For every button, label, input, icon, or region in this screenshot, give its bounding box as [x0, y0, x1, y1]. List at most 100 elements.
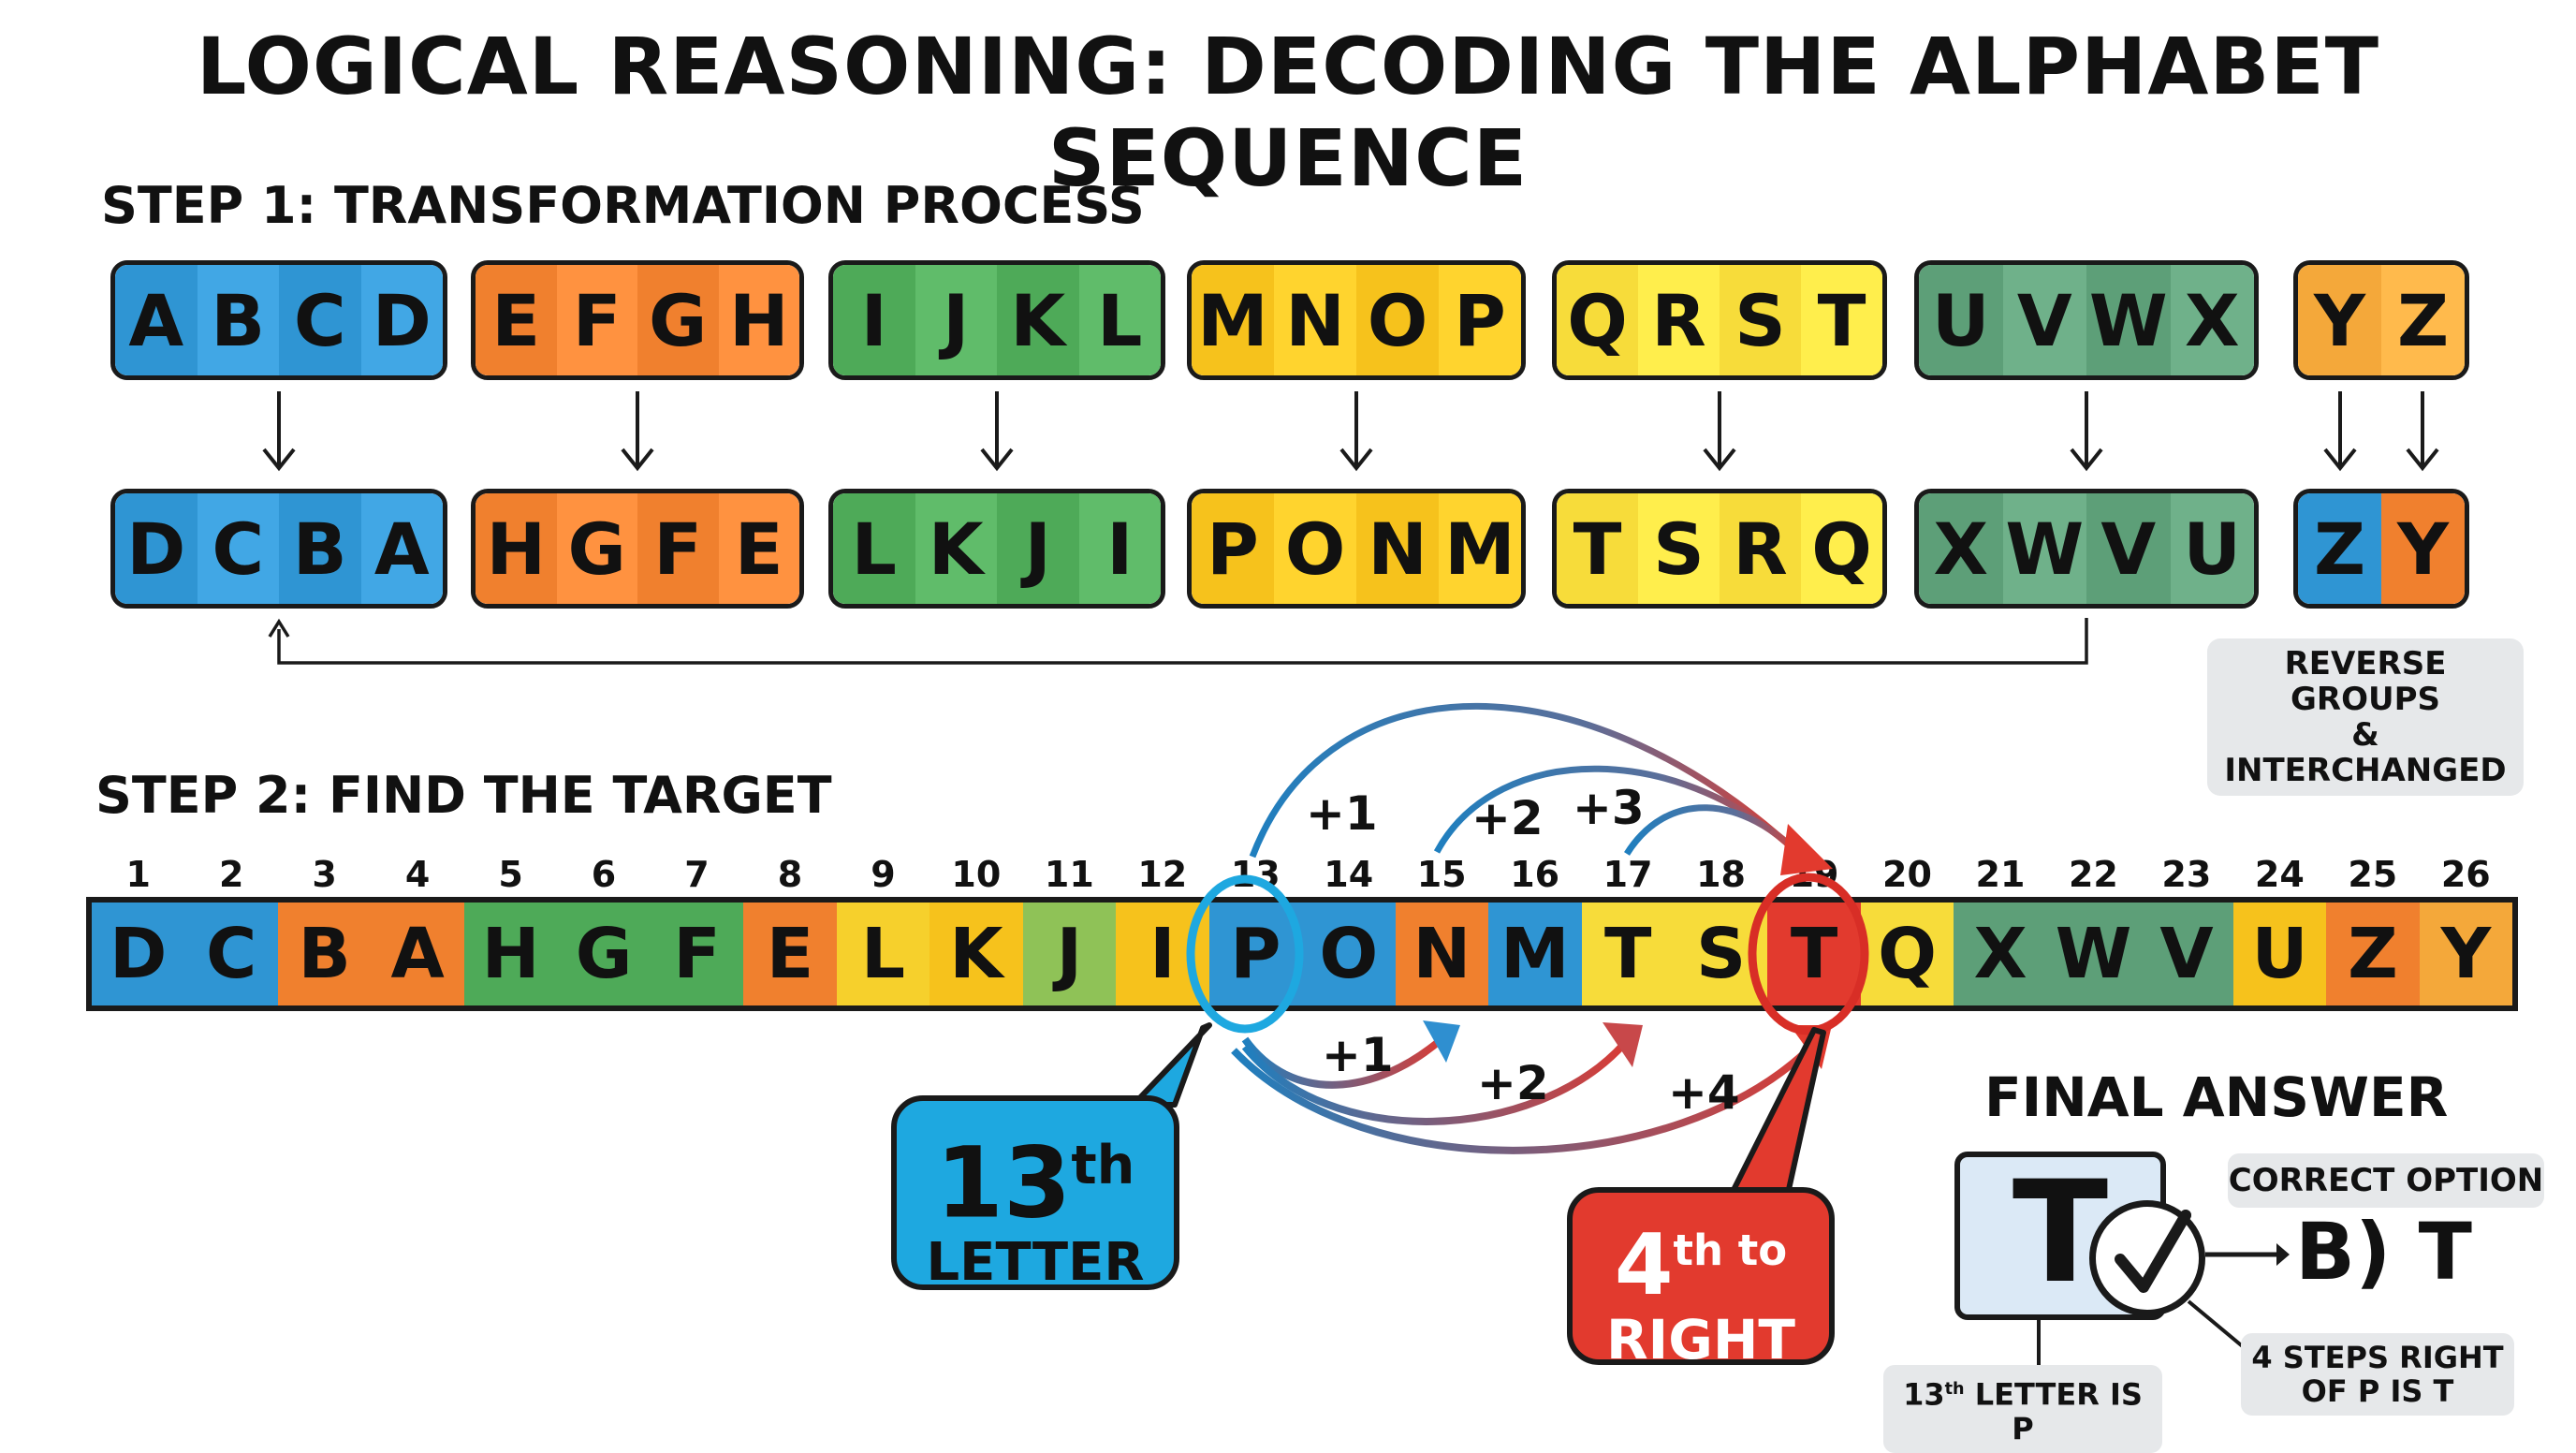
reversed-letter: V [2086, 493, 2171, 604]
callout-4-text: RIGHT [1606, 1308, 1795, 1372]
answer-to-option-arrowhead [2276, 1243, 2290, 1266]
original-letter: L [1078, 265, 1161, 375]
original-letter: E [476, 265, 557, 375]
sequence-cell: P [1208, 903, 1303, 1005]
position-number: 25 [2348, 854, 2398, 895]
note-line-2: & INTERCHANGED [2224, 716, 2507, 789]
sequence-cell: A [371, 903, 464, 1005]
sequence-cell: Z [2326, 903, 2420, 1005]
note-left-number: 13 [1903, 1376, 1945, 1413]
position-number: 17 [1603, 854, 1653, 895]
original-letter: A [115, 265, 198, 375]
note-13th-letter: 13th LETTER IS P [1883, 1365, 2162, 1453]
sequence-cell: G [557, 903, 651, 1005]
reversed-letter: C [197, 493, 279, 604]
position-number: 16 [1510, 854, 1560, 895]
original-letter: Z [2381, 265, 2465, 375]
sequence-cell: V [2140, 903, 2233, 1005]
sequence-cell: K [929, 903, 1023, 1005]
original-letter: P [1439, 265, 1521, 375]
position-number: 15 [1416, 854, 1467, 895]
target-19-circle [1748, 873, 1869, 1035]
bottom-step-1: +1 [1322, 1028, 1394, 1082]
reversed-letter: X [1919, 493, 2003, 604]
sequence-cell: Q [1860, 903, 1954, 1005]
check-to-right-note-line [2187, 1299, 2247, 1350]
reverse-groups-note: REVERSE GROUPS & INTERCHANGED [2207, 638, 2524, 796]
original-letter: I [833, 265, 915, 375]
target-13-circle [1186, 874, 1304, 1034]
sequence-cell: B [277, 903, 372, 1005]
original-letter: B [197, 265, 279, 375]
arc-bottom-1 [1241, 1035, 1444, 1089]
original-letter: O [1356, 265, 1439, 375]
sequence-cell: X [1954, 903, 2047, 1005]
position-number: 22 [2068, 854, 2118, 895]
arc-top-arrowhead [1780, 824, 1833, 875]
reversed-letter: P [1192, 493, 1274, 604]
reversed-letter: R [1720, 493, 1801, 604]
position-number: 2 [218, 854, 244, 895]
sequence-cell: F [650, 903, 744, 1005]
original-letter: J [915, 265, 997, 375]
original-letter: N [1274, 265, 1356, 375]
sequence-cell: M [1488, 903, 1582, 1005]
sequence-cell: O [1302, 903, 1396, 1005]
down-arrow-head-1 [262, 448, 296, 472]
reversed-letter: F [637, 493, 719, 604]
step2-heading: STEP 2: FIND THE TARGET [95, 766, 832, 825]
note-line-1: REVERSE GROUPS [2284, 645, 2447, 718]
sequence-cell: T [1581, 903, 1675, 1005]
reversed-letter: T [1557, 493, 1638, 604]
reversed-letter: D [115, 493, 198, 604]
reversed-letter: N [1356, 493, 1439, 604]
sequence-cell: D [92, 903, 185, 1005]
interchange-bracket [277, 618, 2088, 665]
original-letter: F [556, 265, 637, 375]
position-number: 11 [1044, 854, 1094, 895]
arc-bottom-1-arrowhead [1423, 1020, 1460, 1063]
position-number: 6 [591, 854, 617, 895]
original-letter: Q [1557, 265, 1638, 375]
sequence-cell: N [1395, 903, 1489, 1005]
original-letter: M [1192, 265, 1274, 375]
position-number: 20 [1882, 854, 1932, 895]
reversed-letter: J [997, 493, 1079, 604]
reversed-letter: W [2002, 493, 2086, 604]
reversed-letter: I [1078, 493, 1161, 604]
position-number: 8 [777, 854, 803, 895]
bottom-step-4: +4 [1668, 1065, 1740, 1120]
check-mark-overlay [2115, 1210, 2191, 1293]
down-arrow-head-5 [1703, 448, 1736, 472]
reversed-letter: Q [1801, 493, 1882, 604]
down-arrow-head-3 [980, 448, 1014, 472]
position-number: 26 [2440, 854, 2491, 895]
down-arrow-yz-head-1 [2323, 448, 2357, 472]
down-arrow-head-2 [621, 448, 654, 472]
sequence-cell: U [2232, 903, 2327, 1005]
step1-heading: STEP 1: TRANSFORMATION PROCESS [101, 176, 1145, 235]
original-letter: R [1638, 265, 1720, 375]
arc-top-1 [1249, 703, 1809, 864]
original-letter: U [1919, 265, 2003, 375]
position-number: 4 [404, 854, 431, 895]
correct-option-value: B) T [2295, 1206, 2472, 1298]
position-number: 7 [684, 854, 710, 895]
reversed-letter: K [915, 493, 997, 604]
original-letter: Y [2298, 265, 2381, 375]
arc-bottom-2-arrowhead [1603, 1022, 1643, 1067]
down-arrow-yz-head-2 [2406, 448, 2439, 472]
top-step-1: +1 [1306, 786, 1378, 841]
